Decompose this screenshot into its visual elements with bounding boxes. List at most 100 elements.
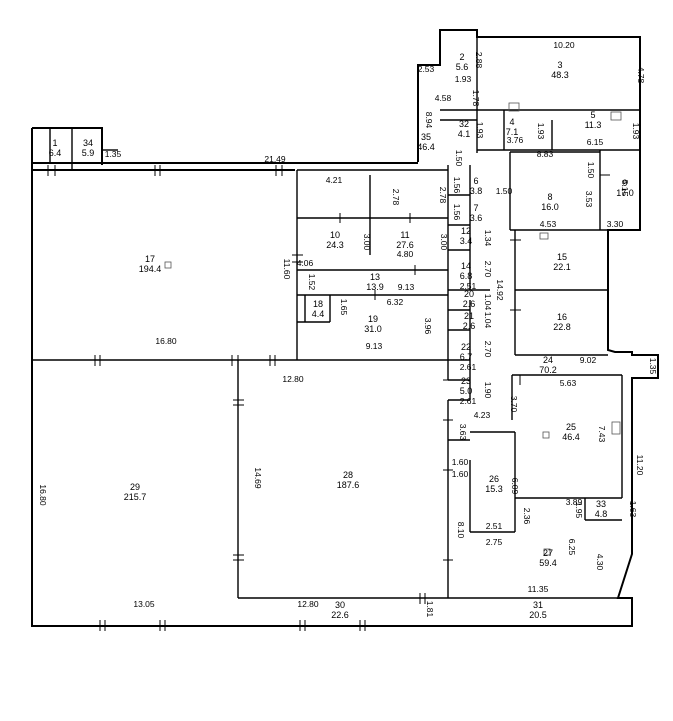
room-number: 23 bbox=[461, 376, 471, 386]
room-number: 2 bbox=[459, 52, 464, 62]
dimension-label: 16.80 bbox=[155, 336, 177, 346]
dimension-label: 1.52 bbox=[307, 274, 317, 291]
room-area: 15.3 bbox=[485, 484, 503, 494]
room-area: 22.8 bbox=[553, 322, 571, 332]
dimension-label: 9.13 bbox=[398, 282, 415, 292]
room-area: 6.7 bbox=[460, 352, 473, 362]
dimension-label: 1.93 bbox=[536, 123, 546, 140]
room-area: 4.1 bbox=[458, 129, 471, 139]
room-number: 30 bbox=[335, 600, 345, 610]
room-number: 20 bbox=[464, 289, 474, 299]
dimension-label: 4.21 bbox=[326, 175, 343, 185]
dimension-label: 8.10 bbox=[456, 522, 466, 539]
dimension-label: 1.50 bbox=[496, 186, 513, 196]
dimension-label: 2.61 bbox=[460, 396, 477, 406]
dimension-label: 5.15 bbox=[620, 180, 630, 197]
room-number: 18 bbox=[313, 299, 323, 309]
room-area: 24.3 bbox=[326, 240, 344, 250]
room-number: 31 bbox=[533, 600, 543, 610]
room-number: 17 bbox=[145, 254, 155, 264]
dimension-label: 3.30 bbox=[607, 219, 624, 229]
room-area: 20.5 bbox=[529, 610, 547, 620]
dimension-label: 1.93 bbox=[475, 122, 485, 139]
dimension-label: 13.05 bbox=[133, 599, 155, 609]
dimension-label: 1.35 bbox=[105, 149, 122, 159]
room-area: 17.0 bbox=[616, 188, 634, 198]
room-number: 11 bbox=[400, 230, 409, 240]
room-area: 7.1 bbox=[506, 127, 519, 137]
room-area: 22.6 bbox=[331, 610, 349, 620]
room-area: 13.9 bbox=[366, 282, 384, 292]
room-number: 4 bbox=[509, 117, 514, 127]
room-number: 10 bbox=[330, 230, 340, 240]
dimension-label: 4.53 bbox=[540, 219, 557, 229]
room-number: 8 bbox=[547, 192, 552, 202]
dimension-label: 6.32 bbox=[387, 297, 404, 307]
room-area: 5.0 bbox=[460, 386, 473, 396]
room-area: 48.3 bbox=[551, 70, 569, 80]
dimension-label: 2.78 bbox=[438, 187, 448, 204]
dimension-label: 7.43 bbox=[597, 426, 607, 443]
dimension-label: 4.78 bbox=[636, 67, 646, 84]
dimension-label: 14.92 bbox=[495, 279, 505, 301]
room-area: 11.3 bbox=[585, 120, 602, 130]
room-number: 19 bbox=[368, 314, 378, 324]
room-area: 3.4 bbox=[460, 236, 473, 246]
dimension-label: 5.63 bbox=[560, 378, 577, 388]
dimension-label: 2.70 bbox=[483, 341, 493, 358]
room-area: 27.6 bbox=[396, 240, 414, 250]
dimension-label: 4.80 bbox=[397, 249, 414, 259]
dimension-label: 6.15 bbox=[587, 137, 604, 147]
dimension-label: 1.95 bbox=[574, 502, 584, 519]
dimension-label: 2.70 bbox=[483, 261, 493, 278]
dimension-label: 8.83 bbox=[537, 149, 554, 159]
room-area: 3.6 bbox=[470, 213, 483, 223]
room-number: 12 bbox=[461, 226, 471, 236]
dimension-label: 3.63 bbox=[458, 424, 468, 441]
room-area: 6.8 bbox=[460, 271, 473, 281]
room-number: 34 bbox=[83, 138, 93, 148]
room-area: 4.8 bbox=[595, 509, 608, 519]
dimension-label: 1.78 bbox=[471, 90, 481, 107]
dimension-label: 3.00 bbox=[439, 234, 449, 251]
dimension-label: 2.53 bbox=[418, 64, 435, 74]
dimension-label: 2.88 bbox=[474, 52, 484, 69]
dimension-label: 1.60 bbox=[452, 457, 469, 467]
room-area: 187.6 bbox=[337, 480, 360, 490]
dimension-label: 11.60 bbox=[282, 259, 292, 280]
interior-walls bbox=[32, 37, 640, 599]
dimension-label: 2.78 bbox=[391, 189, 401, 206]
dimension-label: 1.50 bbox=[454, 150, 464, 167]
room-number: 5 bbox=[590, 110, 595, 120]
dimension-label: 9.13 bbox=[366, 341, 383, 351]
room-area: 3.8 bbox=[470, 186, 483, 196]
room-number: 21 bbox=[464, 311, 474, 321]
dimension-label: 1.04 bbox=[483, 294, 493, 311]
dimension-label: 14.69 bbox=[253, 467, 263, 489]
room-area: 22.1 bbox=[553, 262, 571, 272]
dimension-label: 1.90 bbox=[483, 382, 493, 399]
dimension-label: 1.50 bbox=[586, 162, 596, 179]
room-number: 26 bbox=[489, 474, 499, 484]
room-number: 6 bbox=[473, 176, 478, 186]
room-area: 6.4 bbox=[49, 148, 62, 158]
room-area: 2.6 bbox=[463, 299, 476, 309]
dimension-label: 12.80 bbox=[297, 599, 319, 609]
room-number: 16 bbox=[557, 312, 567, 322]
dimension-label: 4.30 bbox=[595, 554, 605, 571]
room-number: 22 bbox=[461, 342, 471, 352]
room-number: 1 bbox=[52, 138, 57, 148]
room-number: 15 bbox=[557, 252, 567, 262]
room-number: 3 bbox=[557, 60, 562, 70]
room-area: 70.2 bbox=[539, 365, 557, 375]
dimension-label: 4.58 bbox=[435, 93, 452, 103]
opening-ticks bbox=[47, 165, 610, 631]
room-area: 2.6 bbox=[463, 321, 476, 331]
room-number: 32 bbox=[459, 119, 469, 129]
room-number: 35 bbox=[421, 132, 431, 142]
dimension-label: 2.51 bbox=[460, 281, 477, 291]
dimension-label: 8.94 bbox=[424, 112, 434, 129]
dimension-label: 11.35 bbox=[528, 584, 549, 594]
dimension-label: 6.25 bbox=[567, 539, 577, 556]
